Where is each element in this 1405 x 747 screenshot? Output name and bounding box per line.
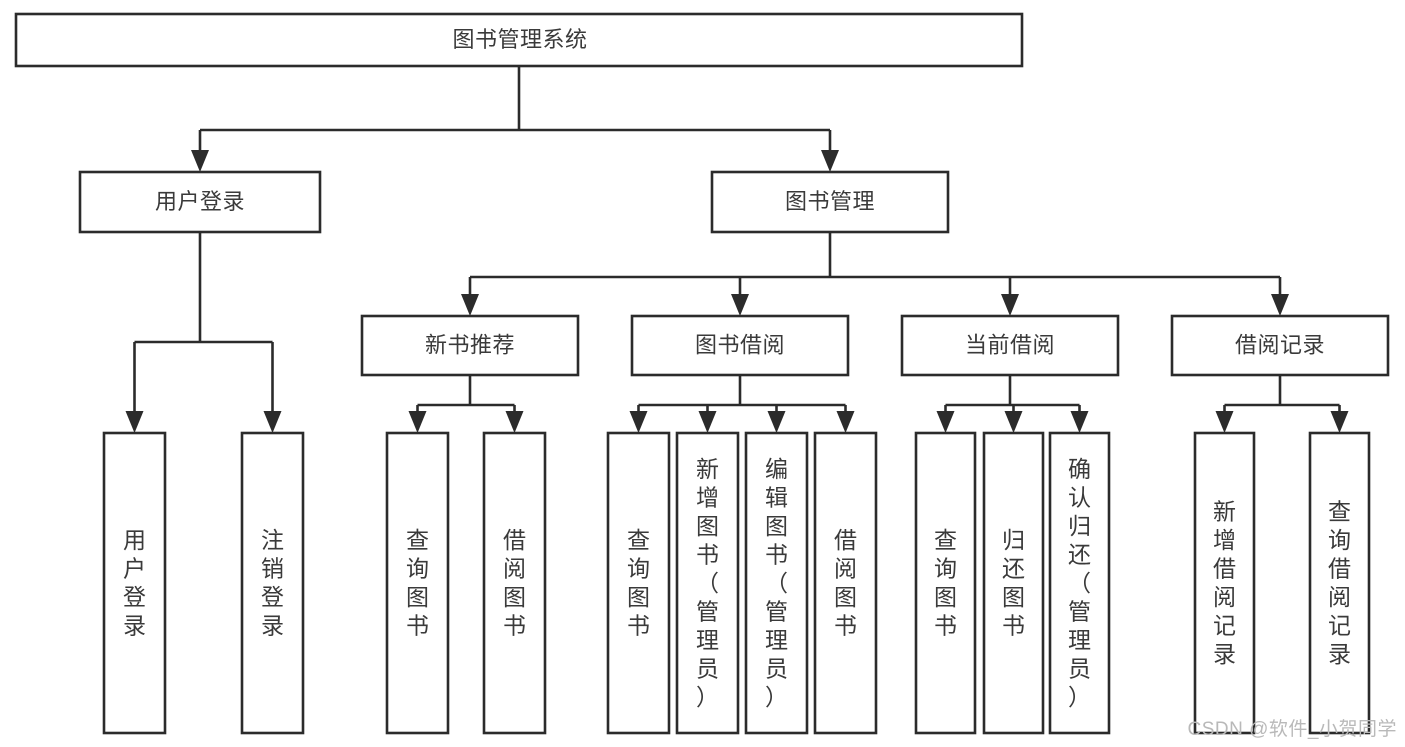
node-label: 借阅图书: [834, 527, 857, 639]
node-book-manage[interactable]: 图书管理: [710, 170, 950, 234]
node-box: [710, 170, 950, 234]
edges-layer: [125, 66, 1349, 433]
node-box: [1193, 431, 1256, 735]
arrow-head-icon: [836, 411, 855, 433]
node-box: [1308, 431, 1371, 735]
node-leaf-query-book-current[interactable]: 查询图书: [914, 431, 977, 735]
arrow-head-icon: [1070, 411, 1089, 433]
node-label: 确认归还（管理员）: [1068, 456, 1091, 710]
node-label: 归还图书: [1002, 527, 1025, 639]
arrow-head-icon: [263, 411, 282, 433]
node-leaf-edit-book[interactable]: 编辑图书（管理员）: [744, 431, 809, 735]
node-box: [102, 431, 167, 735]
arrow-head-icon: [936, 411, 955, 433]
node-root[interactable]: 图书管理系统: [14, 12, 1024, 68]
node-borrow-record[interactable]: 借阅记录: [1170, 314, 1390, 377]
node-label: 用户登录: [155, 189, 245, 214]
node-label: 图书管理: [785, 189, 875, 214]
node-label: 新书推荐: [425, 332, 515, 357]
node-box: [482, 431, 547, 735]
node-leaf-add-record[interactable]: 新增借阅记录: [1193, 431, 1256, 735]
node-book-borrow[interactable]: 图书借阅: [630, 314, 850, 377]
node-label: 查询图书: [406, 527, 429, 639]
arrow-head-icon: [408, 411, 427, 433]
node-current-borrow[interactable]: 当前借阅: [900, 314, 1120, 377]
node-box: [744, 431, 809, 735]
node-leaf-borrow-book-rec[interactable]: 借阅图书: [482, 431, 547, 735]
arrow-head-icon: [629, 411, 648, 433]
node-box: [78, 170, 322, 234]
node-label: 借阅图书: [503, 527, 526, 639]
edge-group-book_borrow: [629, 375, 855, 433]
edge-group-current_borrow: [936, 375, 1089, 433]
node-label: 图书借阅: [695, 332, 785, 357]
node-label: 查询借阅记录: [1328, 499, 1351, 668]
node-box: [606, 431, 671, 735]
arrow-head-icon: [461, 294, 479, 316]
node-label: 编辑图书（管理员）: [765, 456, 788, 710]
node-leaf-query-book-borrow[interactable]: 查询图书: [606, 431, 671, 735]
arrow-head-icon: [125, 411, 144, 433]
node-label: 查询图书: [627, 527, 650, 639]
node-leaf-query-book-rec[interactable]: 查询图书: [385, 431, 450, 735]
node-label: 用户登录: [123, 527, 146, 639]
node-leaf-add-book[interactable]: 新增图书（管理员）: [675, 431, 740, 735]
arrow-head-icon: [731, 294, 749, 316]
node-label: 当前借阅: [965, 332, 1055, 357]
node-box: [813, 431, 878, 735]
node-box: [914, 431, 977, 735]
node-box: [900, 314, 1120, 377]
node-box: [14, 12, 1024, 68]
arrow-head-icon: [1271, 294, 1289, 316]
node-label: 借阅记录: [1235, 332, 1325, 357]
arrow-head-icon: [698, 411, 717, 433]
arrow-head-icon: [767, 411, 786, 433]
arrow-head-icon: [821, 150, 839, 172]
node-label: 图书管理系统: [452, 27, 587, 52]
node-leaf-confirm-return[interactable]: 确认归还（管理员）: [1048, 431, 1111, 735]
node-label: 新增图书（管理员）: [696, 456, 719, 710]
node-user-login[interactable]: 用户登录: [78, 170, 322, 234]
edge-group-user_login: [125, 232, 282, 433]
arrow-head-icon: [191, 150, 209, 172]
node-box: [240, 431, 305, 735]
edge-group-borrow_record: [1215, 375, 1349, 433]
arrow-head-icon: [1330, 411, 1349, 433]
node-box: [982, 431, 1045, 735]
edge-group-new_book_rec: [408, 375, 524, 433]
arrow-head-icon: [1215, 411, 1234, 433]
node-leaf-user-logout[interactable]: 注销登录: [240, 431, 305, 735]
node-box: [675, 431, 740, 735]
arrow-head-icon: [1004, 411, 1023, 433]
node-leaf-borrow-book[interactable]: 借阅图书: [813, 431, 878, 735]
node-label: 新增借阅记录: [1213, 499, 1236, 668]
arrow-head-icon: [505, 411, 524, 433]
node-leaf-query-record[interactable]: 查询借阅记录: [1308, 431, 1371, 735]
edge-group-root: [191, 66, 839, 172]
node-box: [1170, 314, 1390, 377]
nodes-layer: 图书管理系统用户登录图书管理新书推荐图书借阅当前借阅借阅记录用户登录注销登录查询…: [14, 12, 1390, 735]
node-box: [385, 431, 450, 735]
node-box: [1048, 431, 1111, 735]
node-new-book-rec[interactable]: 新书推荐: [360, 314, 580, 377]
node-leaf-return-book[interactable]: 归还图书: [982, 431, 1045, 735]
node-label: 查询图书: [934, 527, 957, 639]
node-leaf-user-login[interactable]: 用户登录: [102, 431, 167, 735]
arrow-head-icon: [1001, 294, 1019, 316]
edge-group-book_manage: [461, 232, 1289, 316]
node-label: 注销登录: [261, 527, 284, 639]
node-box: [360, 314, 580, 377]
node-box: [630, 314, 850, 377]
